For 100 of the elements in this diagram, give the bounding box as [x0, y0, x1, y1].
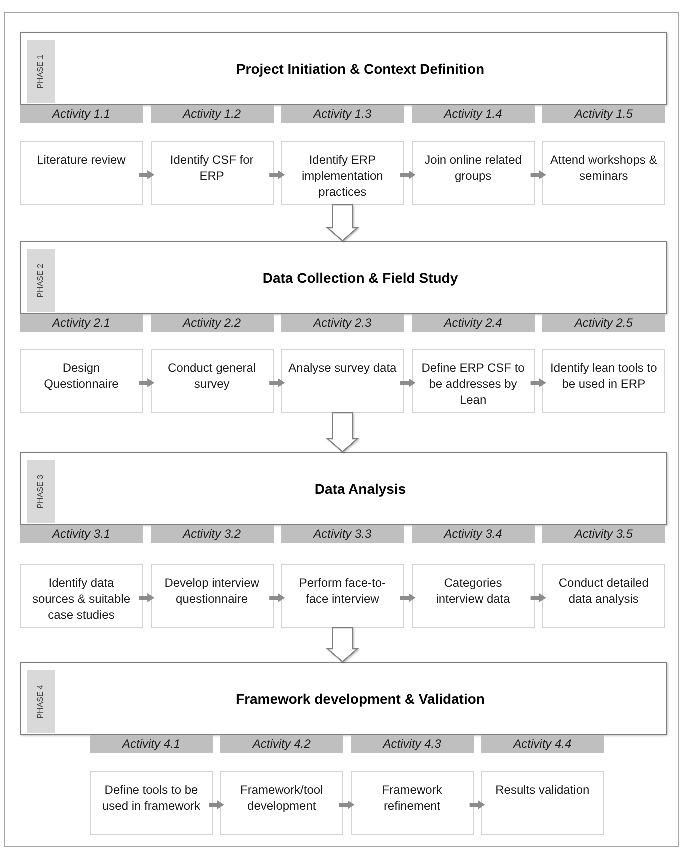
activity-label: Activity 1.3: [314, 108, 372, 120]
activity-label: Activity 3.1: [52, 528, 111, 540]
arrow: [270, 594, 286, 602]
activity-header-bar: [281, 525, 404, 543]
activity-text: Develop interview questionnaire: [164, 576, 260, 606]
arrow: [470, 800, 486, 810]
activity-header-bar: [150, 525, 274, 543]
phase-tab: [27, 40, 55, 103]
activity-box: [281, 141, 404, 205]
arrow: [530, 170, 546, 180]
activity-label: Activity 4.2: [252, 738, 311, 750]
activity-header-bar: [20, 525, 143, 543]
arrow: [400, 594, 416, 602]
activity-text: Categories interview data: [436, 576, 510, 606]
activity-header-bar: [350, 735, 474, 753]
block-arrow: [326, 412, 360, 453]
activity-label: Activity 2.3: [314, 317, 372, 329]
activity-text: Results validation: [496, 783, 590, 797]
activity-box: [412, 349, 535, 413]
activity-label: Activity 4.1: [122, 738, 181, 750]
activity-header-bar: [412, 525, 535, 543]
activity-header-bar: [20, 314, 143, 332]
activity-header-bar: [542, 525, 666, 543]
activity-box: [481, 771, 604, 835]
activity-header-bar: [412, 105, 535, 123]
activity-text: Design Questionnaire: [44, 361, 119, 391]
activity-header-bar: [281, 105, 404, 123]
activity-header-bar: [412, 314, 535, 332]
activity-header-bar: [542, 314, 666, 332]
activity-box: [20, 564, 143, 628]
arrow: [209, 800, 224, 810]
activity-box: [542, 141, 666, 205]
activity-header-bar: [150, 314, 274, 332]
activity-label: Activity 2.1: [52, 317, 111, 329]
arrow: [400, 170, 416, 180]
arrow: [139, 170, 155, 180]
activity-label: Activity 2.4: [444, 317, 502, 329]
activity-text: Analyse survey data: [288, 361, 397, 375]
activity-text: Define tools to be used in framework: [102, 783, 201, 813]
activity-header-bar: [481, 735, 604, 753]
activity-header-bar: [20, 105, 143, 123]
block-arrow: [326, 627, 360, 663]
activity-text: Conduct detailed data analysis: [558, 576, 649, 606]
arrow: [139, 594, 155, 602]
phase-title: Project Initiation & Context Definition: [236, 60, 485, 78]
activity-label: Activity 3.3: [314, 528, 372, 540]
activity-box: [281, 564, 404, 628]
arrow: [270, 378, 286, 388]
activity-header-bar: [90, 735, 213, 753]
activity-text: Identify ERP implementation practices: [302, 153, 384, 199]
phase-tab-label: PHASE 1: [37, 54, 45, 88]
activity-label: Activity 4.4: [514, 738, 572, 750]
activity-box: [281, 349, 404, 413]
phase-title: Data Analysis: [314, 480, 406, 498]
activity-text: Framework refinement: [382, 783, 442, 813]
activity-header-bar: [150, 105, 274, 123]
activity-text: Identify lean tools to be used in ERP: [550, 361, 658, 391]
activity-label: Activity 1.5: [574, 108, 633, 120]
activity-text: Perform face-to-face interview: [299, 576, 386, 606]
block-arrow: [326, 204, 360, 242]
activity-box: [412, 564, 535, 628]
activity-box: [20, 141, 143, 205]
arrow: [530, 378, 546, 388]
activity-label: Activity 2.2: [183, 317, 242, 329]
activity-text: Join online related groups: [424, 153, 522, 183]
activity-label: Activity 4.3: [383, 738, 442, 750]
arrow: [530, 594, 546, 602]
phase-tab-label: PHASE 2: [37, 264, 45, 298]
arrow: [270, 170, 286, 180]
phase-tab-label: PHASE 4: [37, 684, 45, 718]
arrow: [339, 800, 355, 810]
activity-box: [412, 141, 535, 205]
arrow: [400, 378, 416, 388]
activity-label: Activity 3.4: [444, 528, 502, 540]
activity-box: [220, 771, 344, 835]
activity-header-bar: [281, 314, 404, 332]
activity-label: Activity 1.2: [183, 108, 242, 120]
activity-text: Identify CSF for ERP: [170, 153, 254, 183]
phase-tab: [27, 460, 55, 523]
activity-header-bar: [542, 105, 666, 123]
activity-text: Conduct general survey: [168, 361, 256, 391]
phase-title: Data Collection & Field Study: [262, 268, 458, 286]
phase-box: [20, 452, 667, 525]
activity-box: [150, 141, 274, 205]
activity-box: [20, 349, 143, 413]
activity-text: Identify data sources & suitable case studies: [32, 576, 131, 622]
activity-box: [150, 349, 274, 413]
phase-tab-label: PHASE 3: [37, 474, 45, 508]
arrow: [139, 378, 155, 388]
activity-text: Attend workshops & seminars: [550, 153, 658, 183]
activity-box: [150, 564, 274, 628]
activity-box: [350, 771, 474, 835]
activity-label: Activity 1.4: [444, 108, 502, 120]
phase-box: [20, 241, 667, 314]
activity-label: Activity 1.1: [52, 108, 111, 120]
phase-tab: [27, 249, 55, 312]
activity-label: Activity 2.5: [574, 317, 633, 329]
phase-box: [20, 662, 667, 735]
phase-title: Framework development & Validation: [236, 690, 485, 708]
activity-text: Define ERP CSF to be addresses by Lean: [422, 361, 525, 407]
